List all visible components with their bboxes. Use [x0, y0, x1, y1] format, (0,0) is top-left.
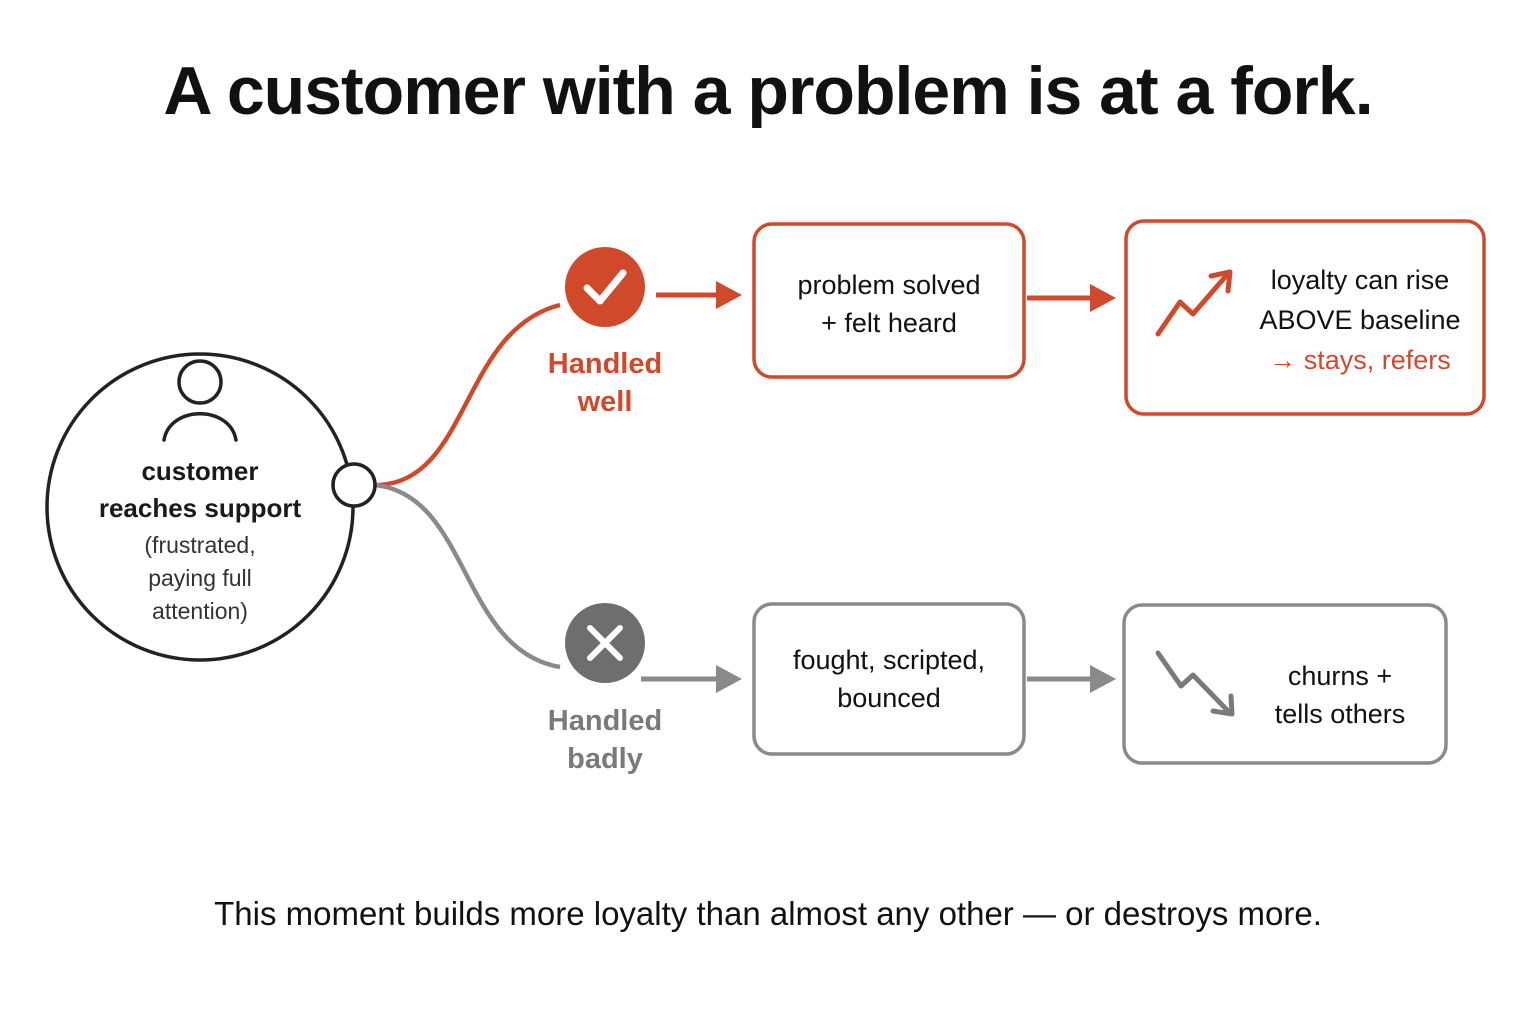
check-icon [565, 247, 645, 327]
good-outcome-line2: ABOVE baseline [1259, 305, 1461, 335]
x-icon [565, 603, 645, 683]
good-label-line1: Handled [547, 348, 663, 380]
bad-step-line1: fought, scripted, [792, 645, 986, 675]
bad-branch-label: Handled badly [525, 702, 685, 778]
bad-outcome-text: churns + tells others [1240, 657, 1440, 733]
person-icon [162, 359, 238, 442]
good-branch-curve [374, 302, 561, 488]
good-step-text: problem solved + felt heard [754, 266, 1024, 342]
start-label-line1: customer [141, 456, 259, 486]
bad-step-box [752, 602, 1026, 756]
good-label-line2: well [577, 386, 633, 418]
bad-outcome-line1: churns + [1287, 661, 1393, 691]
good-outcome-text: loyalty can rise ABOVE baseline → stays,… [1240, 261, 1480, 379]
start-node-label: customer reaches support (frustrated, pa… [70, 453, 330, 628]
bad-outcome-line2: tells others [1274, 699, 1406, 729]
bad-arrow-2 [1027, 665, 1116, 693]
bad-label-line1: Handled [547, 705, 663, 737]
start-sub-line2: paying full [148, 565, 252, 591]
good-branch-label: Handled well [525, 345, 685, 421]
bad-step-text: fought, scripted, bounced [754, 641, 1024, 717]
trend-down-icon [1155, 650, 1235, 717]
bad-branch-curve [374, 482, 561, 670]
start-label-line2: reaches support [98, 493, 302, 523]
good-outcome-line3: → stays, refers [1269, 345, 1451, 375]
good-step-box [752, 222, 1026, 379]
bad-step-line2: bounced [837, 683, 941, 713]
bad-arrow-1 [641, 665, 742, 693]
page-title: A customer with a problem is at a fork. [163, 53, 1373, 129]
start-sub-line3: attention) [152, 598, 248, 624]
good-arrow-2 [1027, 284, 1116, 312]
bad-outcome-box [1122, 603, 1448, 765]
fork-node [331, 462, 377, 508]
footer-caption: This moment builds more loyalty than alm… [214, 895, 1322, 932]
trend-up-icon [1155, 269, 1233, 337]
good-outcome-box [1124, 219, 1486, 416]
bad-label-line2: badly [567, 743, 643, 775]
start-sub-line1: (frustrated, [144, 532, 256, 558]
good-step-line1: problem solved [797, 270, 981, 300]
good-outcome-line1: loyalty can rise [1270, 265, 1450, 295]
good-arrow-1 [656, 281, 742, 309]
good-step-line2: + felt heard [821, 308, 957, 338]
